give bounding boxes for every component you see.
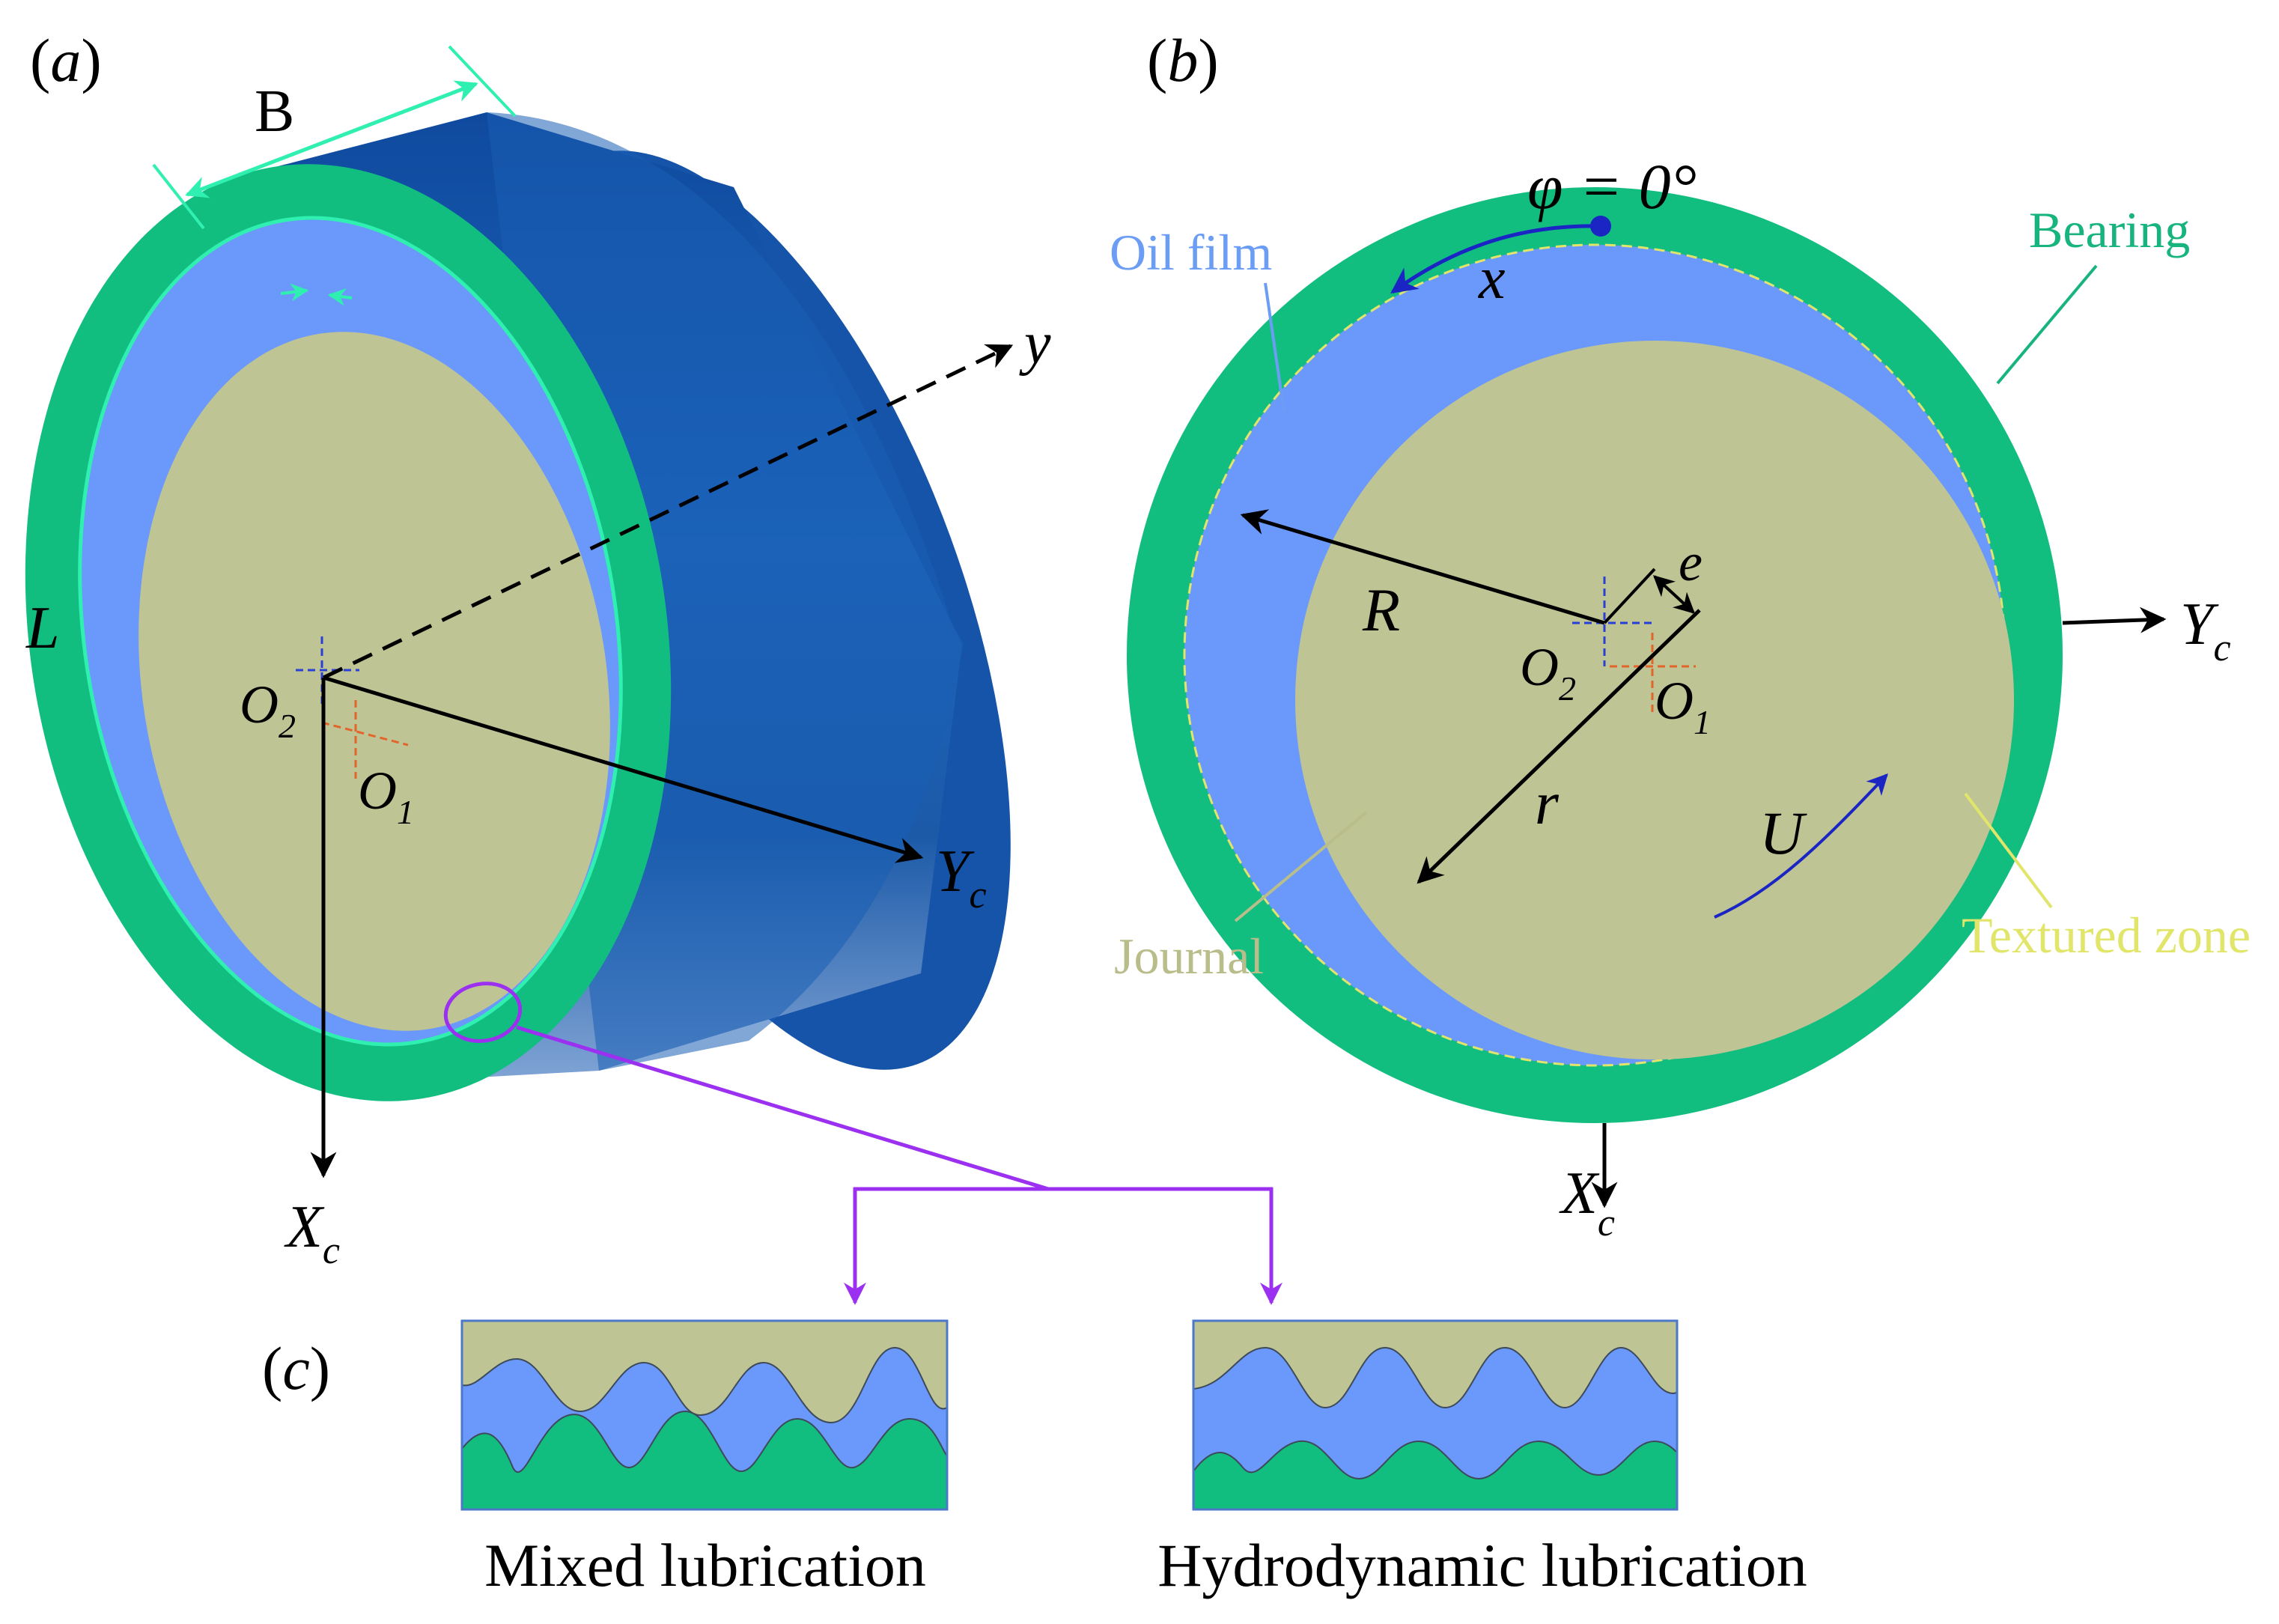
- o1-label-b: O1: [1655, 671, 1711, 741]
- width-extension-right: [448, 45, 517, 118]
- width-label: B: [255, 79, 294, 145]
- hydro-lubrication-label: Hydrodynamic lubrication: [1157, 1531, 1807, 1599]
- textured-zone-leader: [1964, 792, 2053, 909]
- bearing-label: Bearing: [2029, 201, 2190, 258]
- o2-label-b: O2: [1520, 637, 1576, 708]
- R-label: R: [1362, 576, 1400, 644]
- mixed-lubrication-label: Mixed lubrication: [484, 1531, 926, 1599]
- panel-b-label: (b): [1147, 26, 1219, 94]
- axis-Yc-label-b: Yc: [2180, 591, 2231, 669]
- rotation-arrow: [1714, 773, 1888, 919]
- axis-Yc-label: Yc: [936, 839, 987, 916]
- axis-Xc-label: Xc: [284, 1194, 340, 1272]
- hydro-box-border: [1192, 1319, 1679, 1511]
- journal: [1295, 341, 2014, 1059]
- o1-crosshair-h: [321, 721, 409, 746]
- length-label: L: [25, 595, 60, 661]
- clearance-arrow-left: [280, 283, 309, 302]
- phi-label: φ = 0°: [1527, 150, 1697, 222]
- oil-film-leader: [1264, 282, 1285, 413]
- U-label: U: [1759, 799, 1807, 867]
- x-label: x: [1478, 246, 1506, 311]
- axis-Xc-label-b: Xc: [1559, 1161, 1615, 1244]
- journal-leader: [1234, 811, 1368, 922]
- axis-Yc-b: [2062, 606, 2167, 633]
- axis-y-label: y: [1019, 311, 1051, 377]
- textured-zone-label: Textured zone: [1962, 907, 2251, 964]
- mixed-top-surface: [462, 1321, 947, 1424]
- e-label: e: [1679, 532, 1703, 592]
- zoom-region-marker: [443, 982, 523, 1043]
- R-dimension: [1240, 509, 1605, 625]
- panel-a: B L y Yc Xc O2 O1 (a): [25, 26, 1282, 1305]
- width-extension-left: [152, 163, 205, 230]
- r-label: r: [1535, 769, 1560, 837]
- width-dimension-arrow: [185, 80, 478, 198]
- o2-label: O2: [240, 675, 296, 745]
- axis-y-dashed: [322, 344, 1014, 680]
- mixed-bottom-surface: [462, 1410, 947, 1509]
- axis-Yc: [323, 675, 924, 863]
- panel-c: (c) Mixed lubrication Hydrodynamic lubri…: [262, 1319, 1807, 1599]
- panel-b: φ = 0° x Oil film Bearing Journal Textur…: [1110, 26, 2251, 1244]
- journal-label: Journal: [1114, 928, 1264, 985]
- bearing-leader: [1996, 264, 2098, 385]
- hydro-top-surface: [1193, 1321, 1677, 1409]
- mixed-lubrication-profile: [462, 1321, 947, 1509]
- panel-c-label: (c): [262, 1334, 330, 1402]
- e-extension: [1603, 568, 1656, 624]
- panel-a-label: (a): [30, 26, 102, 94]
- o1-label: O1: [358, 761, 414, 831]
- hydro-lubrication-profile: [1193, 1321, 1677, 1509]
- x-direction-arrow: [1390, 224, 1601, 294]
- mixed-box-border: [460, 1319, 949, 1511]
- zoom-connector: [516, 1025, 1049, 1191]
- clearance-arrow-right: [327, 288, 353, 306]
- e-dimension: [1652, 575, 1696, 614]
- r-dimension: [1417, 609, 1701, 884]
- oil-film-label: Oil film: [1110, 224, 1272, 281]
- hydro-bottom-surface: [1193, 1440, 1677, 1509]
- journal-front: [139, 332, 610, 1031]
